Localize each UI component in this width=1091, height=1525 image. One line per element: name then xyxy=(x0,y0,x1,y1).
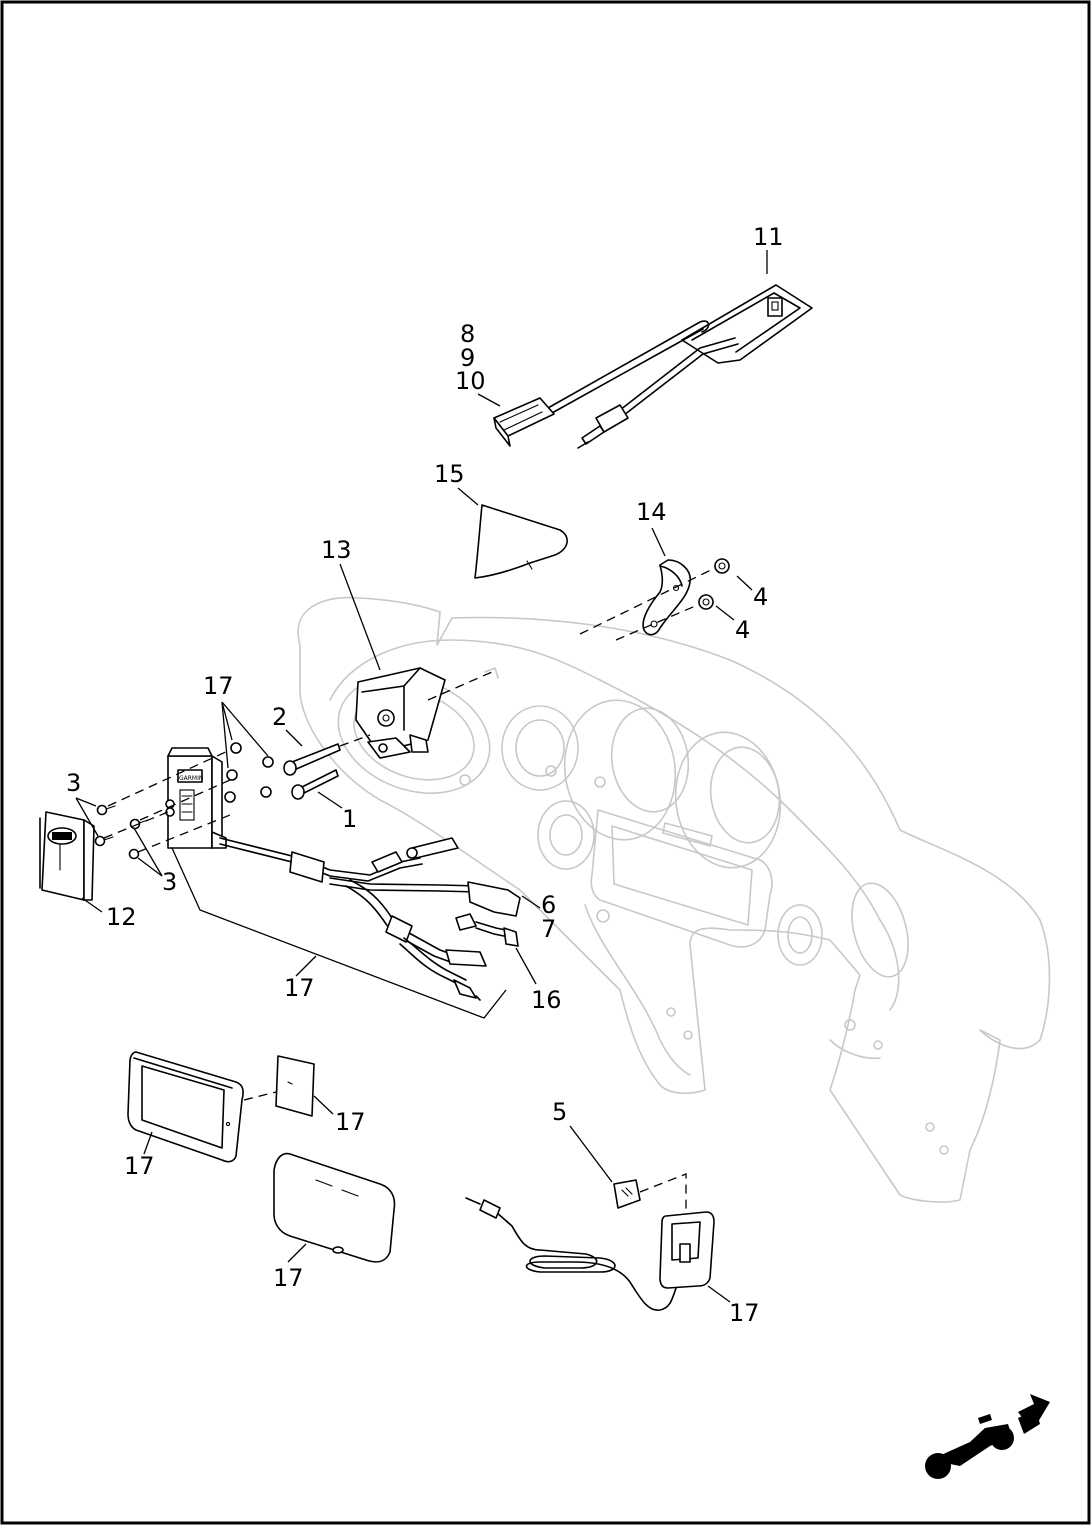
part-17-charger xyxy=(465,1197,715,1311)
callout-17-case: 17 xyxy=(273,1264,304,1292)
dash-line-bolts xyxy=(339,734,371,747)
callout-10: 10 xyxy=(455,367,486,395)
callout-4-upper: 4 xyxy=(753,583,768,611)
dash-line-3-c xyxy=(139,779,231,821)
part-12-cover xyxy=(39,811,95,901)
callout-17-harness: 17 xyxy=(284,974,315,1002)
callout-17-card: 17 xyxy=(335,1108,366,1136)
callout-13: 13 xyxy=(321,536,352,564)
dash-line-13 xyxy=(427,671,493,701)
callout-7: 7 xyxy=(541,915,556,943)
callout-2: 2 xyxy=(272,703,287,731)
callout-17-charger: 17 xyxy=(729,1299,760,1327)
part-1-bolt xyxy=(291,769,339,800)
dash-line-3-d xyxy=(137,814,231,853)
dash-line-navigator xyxy=(243,1091,277,1101)
part-2-bolt xyxy=(283,743,341,776)
callout-4-lower: 4 xyxy=(735,616,750,644)
part-17-harness xyxy=(219,837,521,1001)
callout-3-lower: 3 xyxy=(162,868,177,896)
dash-line-14-b xyxy=(615,603,701,641)
part-4-nuts xyxy=(698,558,730,610)
part-5-plug-adapter xyxy=(613,1179,641,1209)
callout-1: 1 xyxy=(342,805,357,833)
dash-line-5 xyxy=(639,1173,687,1210)
callout-6: 6 xyxy=(541,891,556,919)
cradle-logo-text: GARMIN xyxy=(179,775,203,782)
motorcycle-forward-arrow-icon xyxy=(925,1394,1050,1479)
dash-line-3-b xyxy=(103,811,169,839)
dash-line-3-a xyxy=(107,749,231,807)
part-16-adapter xyxy=(455,913,519,947)
leader-lines xyxy=(75,250,768,1303)
part-17-nuts xyxy=(224,742,274,803)
callout-16: 16 xyxy=(531,986,562,1014)
callout-labels: 11 8 9 10 15 14 13 4 4 17 2 1 3 3 12 6 7… xyxy=(66,223,784,1327)
part-17-card xyxy=(275,1055,315,1117)
inner-fairing-outline xyxy=(297,596,1051,1203)
callout-17-navigator: 17 xyxy=(124,1152,155,1180)
callout-11: 11 xyxy=(753,223,784,251)
part-14-mount-bracket xyxy=(642,559,691,636)
bracket-17-harness xyxy=(171,847,507,1019)
part-11-harness-bracket xyxy=(493,284,813,449)
part-3-screws xyxy=(94,804,149,860)
part-17-cradle: GARMIN xyxy=(165,747,227,849)
callout-3-upper: 3 xyxy=(66,769,81,797)
callout-9: 9 xyxy=(460,344,475,372)
callout-14: 14 xyxy=(636,498,667,526)
callout-12: 12 xyxy=(106,903,137,931)
callout-15: 15 xyxy=(434,460,465,488)
part-17-navigator xyxy=(127,1051,244,1163)
part-17-case xyxy=(273,1152,396,1263)
part-15-shield xyxy=(474,504,568,579)
dash-line-14-a xyxy=(579,567,716,635)
callout-17-nuts: 17 xyxy=(203,672,234,700)
callout-5: 5 xyxy=(552,1098,567,1126)
part-13-mount xyxy=(355,667,446,759)
callout-8: 8 xyxy=(460,320,475,348)
